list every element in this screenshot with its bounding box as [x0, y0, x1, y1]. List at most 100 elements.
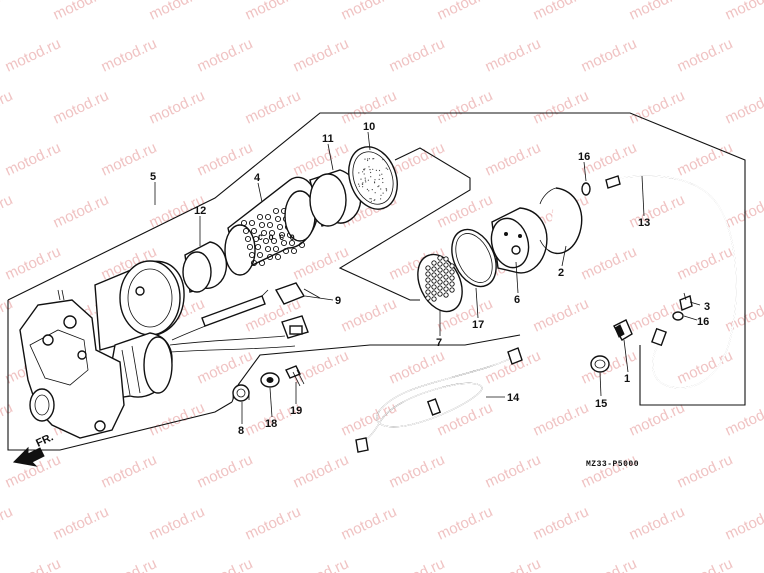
mesh-cell [437, 291, 443, 297]
filter-mesh-pattern [240, 201, 306, 267]
watermark-text: motod.ru [339, 399, 400, 439]
watermark-text: motod.ru [723, 0, 764, 24]
callout-18: 18 [265, 418, 277, 430]
watermark-text: motod.ru [195, 35, 256, 75]
watermark-text: motod.ru [291, 451, 352, 491]
texture-dot [358, 172, 360, 174]
watermark-text: motod.ru [483, 139, 544, 179]
watermark-text: motod.ru [195, 451, 256, 491]
callout-1: 1 [624, 373, 630, 385]
mesh-cell [443, 256, 449, 262]
speedometer-cable-13 [581, 175, 737, 389]
watermark-text: motod.ru [195, 555, 256, 573]
callout-9: 9 [335, 295, 341, 307]
watermark-text: motod.ru [627, 191, 688, 231]
mesh-cell [437, 261, 443, 267]
mesh-cell [449, 275, 455, 281]
mesh-cell [268, 229, 276, 237]
watermark-text: motod.ru [3, 139, 64, 179]
mesh-cell [437, 267, 443, 273]
callout-15: 15 [595, 398, 607, 410]
texture-dot [374, 199, 376, 201]
callout-10: 10 [363, 121, 375, 133]
callout-4: 4 [254, 172, 261, 184]
cap-6 [490, 207, 548, 274]
mesh-cell [250, 227, 258, 235]
texture-dot [366, 188, 368, 190]
mesh-cell [437, 255, 443, 261]
mesh-cell [431, 278, 437, 284]
mesh-cell [256, 251, 264, 259]
watermark-text: motod.ru [531, 503, 592, 543]
texture-dot [382, 159, 384, 161]
filter-disc-10 [348, 146, 398, 210]
watermark-text: motod.ru [0, 0, 15, 24]
texture-dot [362, 171, 364, 173]
watermark-text: motod.ru [531, 87, 592, 127]
texture-dot [370, 198, 372, 200]
texture-dot [385, 188, 388, 190]
watermark-text: motod.ru [51, 0, 112, 24]
texture-dot [382, 181, 384, 184]
bolt-19 [285, 365, 305, 387]
callout-2: 2 [558, 267, 564, 279]
watermark-text: motod.ru [579, 243, 640, 283]
texture-dot [370, 171, 372, 174]
watermark-text: motod.ru [723, 295, 764, 335]
texture-dot [369, 169, 371, 171]
watermark-text: motod.ru [675, 139, 736, 179]
mesh-cell [242, 227, 250, 235]
callout-16-upper: 16 [578, 151, 590, 163]
watermark-text: motod.ru [291, 243, 352, 283]
callout-8: 8 [238, 425, 244, 437]
watermark-text: motod.ru [147, 503, 208, 543]
texture-dot [363, 173, 365, 175]
mesh-cell [431, 284, 437, 290]
watermark-text: motod.ru [243, 87, 304, 127]
cable-14 [355, 347, 523, 453]
circlip-2 [539, 187, 583, 255]
watermark-text: motod.ru [99, 451, 160, 491]
ring-12 [182, 241, 228, 293]
texture-dot [364, 168, 366, 170]
texture-dot [378, 185, 380, 187]
mesh-cell [266, 221, 274, 229]
front-direction-label: FR. [34, 431, 55, 449]
mesh-cell [425, 265, 431, 271]
callout-5: 5 [150, 171, 156, 183]
mesh-cell [258, 259, 266, 267]
mesh-cell [425, 271, 431, 277]
watermark-text: motod.ru [99, 555, 160, 573]
watermark-text: motod.ru [627, 87, 688, 127]
ring-11 [309, 169, 362, 227]
mesh-cell [280, 239, 288, 247]
texture-dot [368, 158, 370, 160]
texture-dot [375, 169, 377, 171]
mesh-cell [260, 229, 268, 237]
texture-dot [364, 158, 366, 160]
watermark-text: motod.ru [387, 555, 448, 573]
callout-13: 13 [638, 217, 650, 229]
watermark-text: motod.ru [531, 399, 592, 439]
texture-dot [363, 168, 365, 170]
mesh-cell [264, 245, 272, 253]
watermark-text: motod.ru [339, 295, 400, 335]
texture-dot [370, 176, 372, 178]
texture-dot [385, 190, 388, 192]
mesh-cell [252, 235, 260, 243]
watermark-text: motod.ru [51, 191, 112, 231]
watermark-text: motod.ru [387, 451, 448, 491]
watermark-text: motod.ru [51, 87, 112, 127]
mesh-cell [443, 280, 449, 286]
mesh-cell [449, 281, 455, 287]
mesh-cell [443, 268, 449, 274]
mesh-cell [290, 247, 298, 255]
callout-3: 3 [704, 301, 710, 313]
texture-dot [377, 186, 379, 188]
texture-dot [370, 200, 372, 202]
grommet-15 [590, 355, 610, 373]
watermark-text: motod.ru [243, 503, 304, 543]
texture-dot [364, 177, 366, 179]
texture-dot [372, 158, 374, 160]
mesh-cell [272, 245, 280, 253]
